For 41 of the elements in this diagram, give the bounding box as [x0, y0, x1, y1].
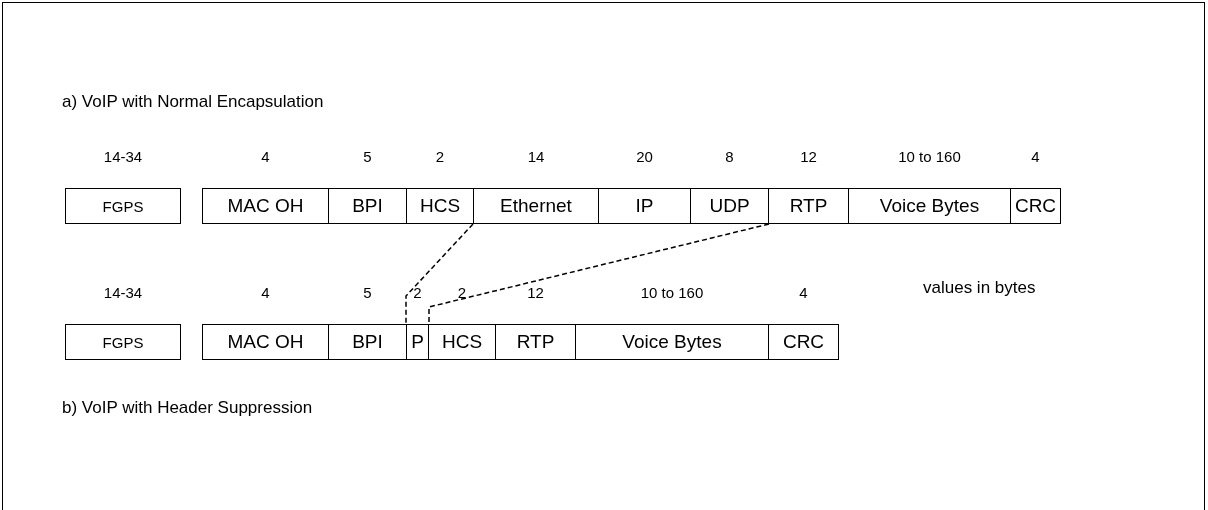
field-cell: BPI: [328, 324, 407, 360]
field-cell: CRC: [768, 324, 839, 360]
byte-count: 14-34: [103, 284, 143, 301]
byte-count: 5: [363, 148, 372, 165]
byte-count: 4: [261, 148, 270, 165]
byte-count: 14-34: [103, 148, 143, 165]
field-cell: HCS: [428, 324, 496, 360]
byte-count: 10 to 160: [640, 284, 704, 301]
dashed-connector: [405, 223, 474, 325]
byte-count: 12: [800, 148, 817, 165]
unit-note: values in bytes: [923, 278, 1036, 298]
field-cell: P: [406, 324, 429, 360]
byte-count: 4: [799, 284, 808, 301]
byte-count: 8: [725, 148, 734, 165]
byte-count: 10 to 160: [898, 148, 961, 165]
section-heading: b) VoIP with Header Suppression: [62, 398, 313, 418]
byte-count: 2: [413, 284, 422, 301]
field-cell: MAC OH: [202, 324, 329, 360]
field-cell: BPI: [328, 188, 407, 224]
field-cell: Voice Bytes: [848, 188, 1011, 224]
byte-count: 5: [363, 284, 372, 301]
field-cell: RTP: [768, 188, 849, 224]
field-cell: MAC OH: [202, 188, 329, 224]
dashed-connector: [428, 223, 770, 325]
field-cell: Ethernet: [473, 188, 599, 224]
byte-count: 2: [435, 148, 445, 165]
field-cell: IP: [598, 188, 691, 224]
byte-count: 4: [261, 284, 270, 301]
section-heading: a) VoIP with Normal Encapsulation: [62, 92, 324, 112]
field-cell: CRC: [1010, 188, 1061, 224]
byte-count: 4: [1031, 148, 1040, 165]
field-cell: RTP: [495, 324, 576, 360]
byte-count: 2: [457, 284, 467, 301]
field-cell: FGPS: [65, 324, 181, 360]
field-cell: HCS: [406, 188, 474, 224]
byte-count: 20: [636, 148, 653, 165]
field-cell: FGPS: [65, 188, 181, 224]
field-cell: UDP: [690, 188, 769, 224]
byte-count: 12: [527, 284, 544, 301]
byte-count: 14: [527, 148, 545, 165]
field-cell: Voice Bytes: [575, 324, 769, 360]
